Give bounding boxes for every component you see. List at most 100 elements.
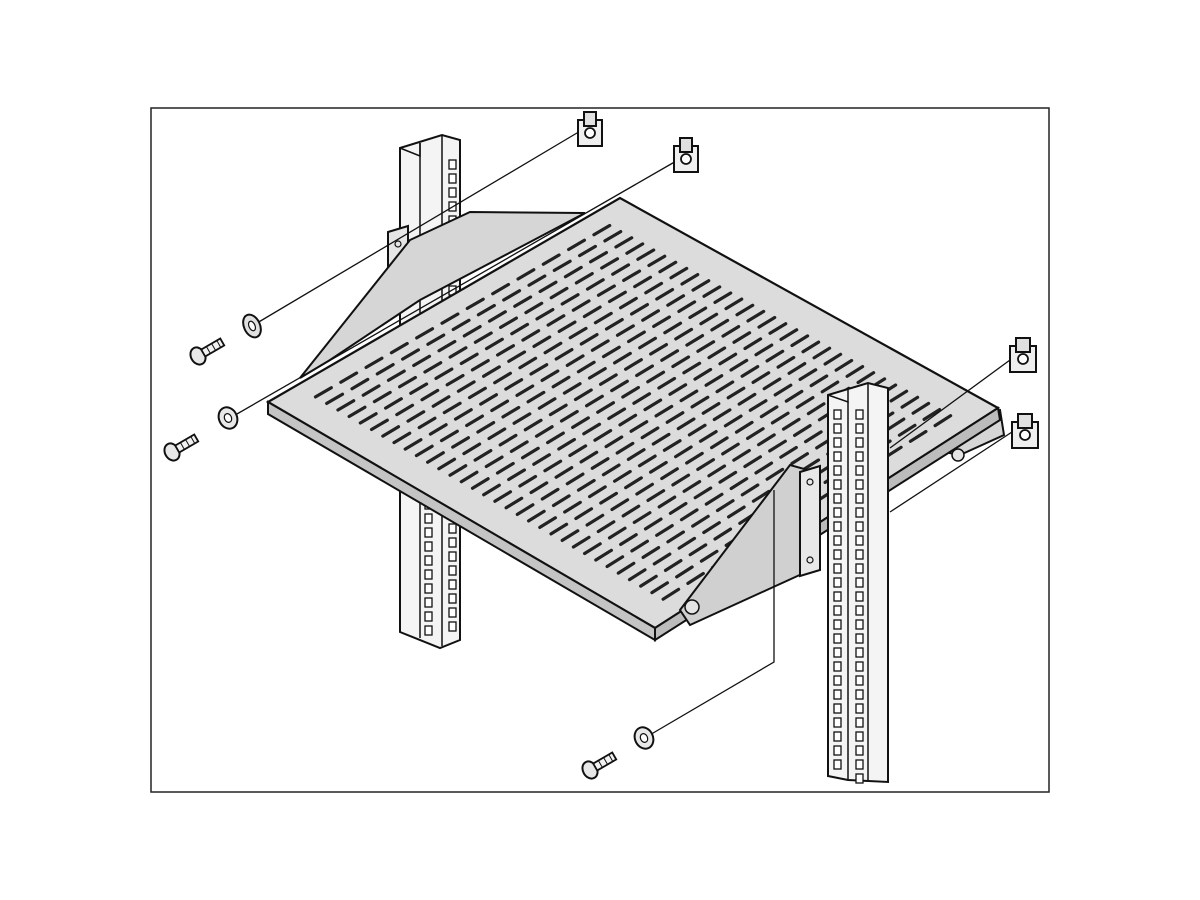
vent-slot (534, 425, 554, 438)
rail-hole (855, 731, 864, 742)
vent-slot (585, 513, 605, 527)
vent-slot (622, 269, 642, 282)
vent-slot (502, 289, 522, 302)
vent-slot (803, 430, 823, 444)
vent-slot (582, 422, 602, 436)
vent-slot (911, 401, 931, 415)
vent-slot (507, 350, 527, 363)
vent-slot (732, 331, 752, 344)
vent-slot (426, 451, 445, 464)
vent-slot (679, 508, 699, 522)
vent-slot (493, 490, 513, 503)
vent-slot (618, 413, 638, 427)
vent-slot (696, 340, 716, 353)
rail-hole (855, 577, 864, 588)
rail-hole (448, 607, 457, 618)
vent-slot (691, 279, 711, 292)
vent-slot (439, 429, 459, 443)
vent-slot (350, 377, 370, 391)
rail-hole (424, 569, 433, 580)
vent-slot (571, 299, 591, 312)
vent-slot (663, 558, 683, 573)
vent-slot (582, 305, 602, 319)
vent-slot (623, 358, 643, 371)
vent-slot (629, 420, 649, 433)
vent-slot (554, 348, 574, 361)
vent-slot (543, 459, 563, 473)
vent-slot (526, 509, 546, 523)
vent-slot (369, 418, 389, 432)
vent-slot (666, 530, 686, 544)
vent-slot (600, 257, 620, 270)
rail-hole (448, 565, 457, 576)
vent-slot (897, 423, 917, 437)
flat-washer (633, 726, 655, 750)
vent-slot (498, 433, 518, 447)
vent-slot (384, 397, 403, 410)
rail-hole (424, 583, 433, 594)
vent-slot (754, 461, 774, 475)
vent-slot (491, 282, 511, 296)
rail-hole (448, 537, 457, 548)
rail-hole (833, 661, 842, 672)
vent-slot (577, 244, 598, 258)
vent-slot (515, 503, 535, 517)
vent-slot (467, 386, 487, 400)
screw (163, 433, 200, 462)
vent-slot (673, 445, 693, 459)
vent-slot (635, 482, 655, 496)
vent-slot (549, 286, 569, 300)
vent-slot (504, 496, 524, 510)
rail-hole (833, 689, 842, 700)
vent-slot (737, 392, 757, 406)
rail-hole (855, 633, 864, 644)
vent-slot (652, 315, 672, 328)
vent-slot (820, 380, 840, 394)
vent-slot (908, 429, 928, 443)
vent-slot (451, 318, 471, 332)
vent-slot (428, 423, 448, 436)
vent-slot (566, 238, 587, 252)
vent-slot (513, 295, 533, 308)
vent-slot (688, 306, 708, 320)
vent-slot (313, 386, 333, 399)
vent-slot (482, 365, 501, 378)
vent-slot (693, 486, 713, 500)
vent-slot (585, 278, 605, 291)
vent-slot (347, 405, 367, 419)
vent-slot (593, 429, 613, 442)
bracket-screw-head (951, 448, 965, 462)
vent-slot (701, 402, 721, 415)
screw (189, 337, 226, 366)
vent-slot (389, 341, 409, 355)
vent-slot (641, 309, 661, 322)
rail-hole (833, 535, 842, 546)
vent-slot (386, 369, 406, 382)
vent-slot (610, 498, 630, 512)
vent-slot (768, 322, 788, 335)
vent-slot (674, 327, 694, 341)
assembly-guide-lines (229, 129, 1013, 737)
vent-slot (709, 436, 729, 450)
vent-slot (650, 581, 670, 595)
vent-slot (658, 260, 678, 274)
vent-slot (779, 445, 798, 459)
vent-slot (459, 470, 479, 484)
vent-slot (568, 444, 588, 458)
vent-slot (702, 521, 721, 535)
vent-slot (734, 420, 754, 434)
vent-slot (515, 384, 535, 397)
vent-slot (707, 464, 727, 478)
vent-slot (509, 440, 529, 453)
rail-hole (855, 423, 864, 434)
vent-slot (756, 433, 776, 447)
vent-slot (732, 448, 751, 462)
vent-slot (630, 539, 650, 553)
vent-slot (641, 545, 661, 560)
vent-slot (596, 520, 616, 534)
cage-nut (577, 111, 603, 147)
vent-slot (649, 343, 669, 356)
vent-slot (395, 403, 415, 417)
vent-slot (677, 536, 697, 550)
rail-hole (833, 605, 842, 616)
